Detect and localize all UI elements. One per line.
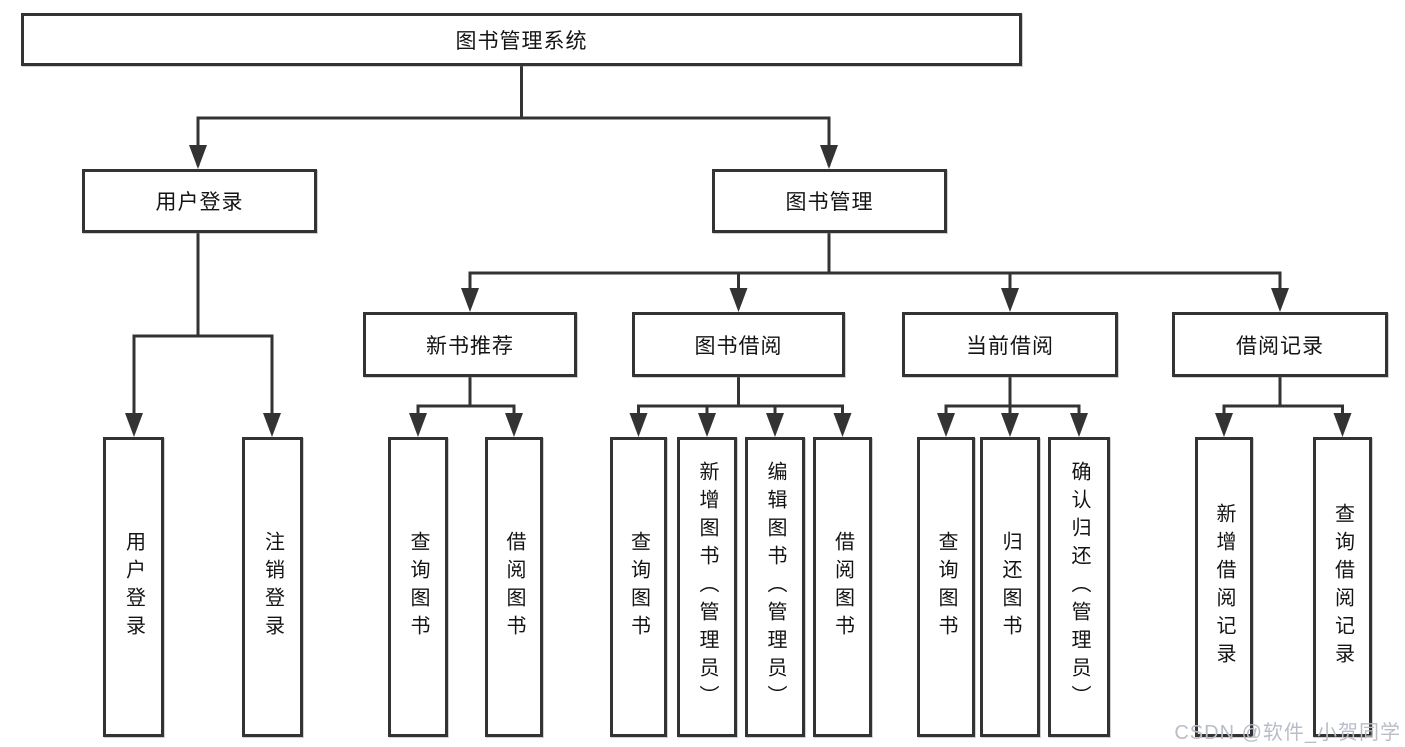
leaf-add-book-admin: 新增图书（管理员） — [677, 437, 737, 737]
node-new-book-recommend: 新书推荐 — [363, 312, 577, 377]
node-new-book-recommend-label: 新书推荐 — [426, 334, 514, 358]
leaf-query-books-current: 查询图书 — [917, 437, 975, 737]
node-book-management: 图书管理 — [712, 169, 947, 233]
leaf-logout-label: 注销登录 — [261, 531, 284, 643]
csdn-watermark: CSDN @软件_小贺同学 — [1174, 722, 1401, 744]
node-current-borrow-label: 当前借阅 — [966, 334, 1054, 358]
leaf-user-login: 用户登录 — [103, 437, 164, 737]
arrowheads — [125, 145, 1352, 437]
node-current-borrow: 当前借阅 — [902, 312, 1118, 377]
leaf-logout: 注销登录 — [242, 437, 303, 737]
leaf-borrow-books: 借阅图书 — [813, 437, 872, 737]
node-borrow-records: 借阅记录 — [1172, 312, 1388, 377]
node-book-management-label: 图书管理 — [785, 191, 874, 214]
leaf-user-login-label: 用户登录 — [122, 531, 145, 643]
leaf-borrow-books-label: 借阅图书 — [831, 531, 854, 643]
leaf-edit-book-admin: 编辑图书（管理员） — [745, 437, 805, 737]
leaf-confirm-return-admin-label: 确认归还（管理员） — [1068, 461, 1090, 713]
leaf-add-book-admin-label: 新增图书（管理员） — [696, 461, 718, 713]
node-book-borrow: 图书借阅 — [632, 312, 845, 377]
leaf-return-book-label: 归还图书 — [999, 531, 1021, 643]
leaf-query-books-recommend-label: 查询图书 — [407, 531, 429, 643]
node-book-borrow-label: 图书借阅 — [694, 334, 783, 358]
leaf-borrow-books-recommend: 借阅图书 — [485, 437, 543, 737]
leaf-query-books-recommend: 查询图书 — [388, 437, 448, 737]
leaf-confirm-return-admin: 确认归还（管理员） — [1048, 437, 1110, 737]
node-borrow-records-label: 借阅记录 — [1236, 334, 1324, 358]
leaf-borrow-books-recommend-label: 借阅图书 — [503, 531, 525, 643]
leaf-return-book: 归还图书 — [980, 437, 1040, 737]
leaf-query-books-current-label: 查询图书 — [935, 531, 957, 643]
leaf-query-borrow-record-label: 查询借阅记录 — [1331, 503, 1354, 671]
node-user-login-label: 用户登录 — [155, 191, 244, 214]
node-root-system: 图书管理系统 — [21, 13, 1022, 66]
leaf-query-books-borrow-label: 查询图书 — [627, 531, 650, 643]
leaf-add-borrow-record: 新增借阅记录 — [1195, 437, 1253, 737]
leaf-add-borrow-record-label: 新增借阅记录 — [1213, 503, 1235, 671]
leaf-query-books-borrow: 查询图书 — [610, 437, 667, 737]
node-root-system-label: 图书管理系统 — [455, 29, 588, 53]
leaf-edit-book-admin-label: 编辑图书（管理员） — [764, 461, 786, 713]
leaf-query-borrow-record: 查询借阅记录 — [1313, 437, 1372, 737]
node-user-login: 用户登录 — [82, 169, 317, 233]
